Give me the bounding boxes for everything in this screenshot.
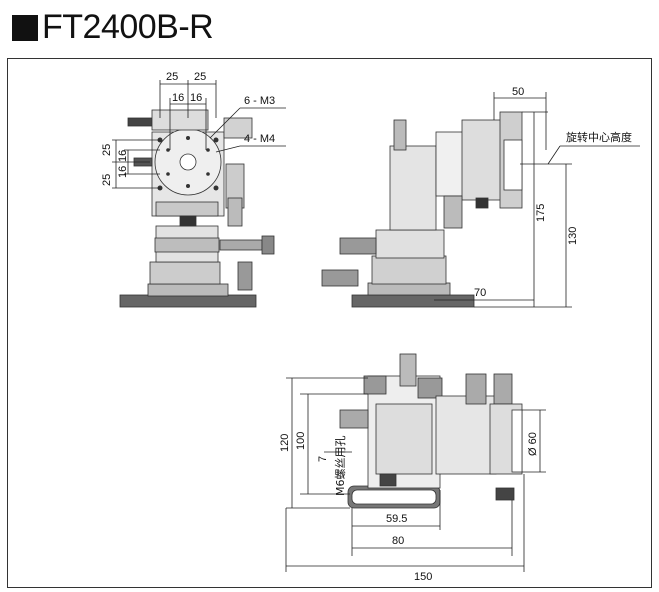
- dim-70: 70: [474, 287, 486, 299]
- dim-175: 175: [535, 204, 547, 222]
- side-view: 50 175 130 70 旋转中心高度: [321, 86, 640, 308]
- top-view: 25 25 16 16 25 25 16 16 6 - M3 4 - M4: [101, 71, 286, 308]
- drawing-frame: [7, 58, 652, 588]
- page-title: FT2400B-R: [12, 8, 214, 47]
- dim-16-v-top: 16: [117, 150, 129, 162]
- dim-25-v-top: 25: [101, 144, 113, 156]
- dim-59-5: 59.5: [386, 513, 407, 525]
- label-m4: 4 - M4: [244, 133, 275, 145]
- dim-50: 50: [512, 86, 524, 98]
- dim-diameter-60: Ø 60: [527, 432, 539, 456]
- dim-7: 7: [317, 456, 329, 462]
- dim-25-right: 25: [194, 71, 206, 83]
- rotation-center-label: 旋转中心高度: [566, 130, 632, 144]
- dim-100: 100: [295, 432, 307, 450]
- dim-16-v-bottom: 16: [117, 166, 129, 178]
- dim-80: 80: [392, 535, 404, 547]
- m6-label: M6螺丝用孔: [334, 436, 347, 497]
- dim-130: 130: [567, 227, 579, 245]
- label-m3: 6 - M3: [244, 95, 275, 107]
- dim-25-v-bottom: 25: [101, 174, 113, 186]
- bottom-view: 120 100 7 M6螺丝用孔 59.5 80 150 Ø 60: [279, 353, 546, 583]
- dim-150: 150: [414, 571, 432, 583]
- dim-25-left: 25: [166, 71, 178, 83]
- dim-16-left: 16: [172, 92, 184, 104]
- title-square-icon: [12, 14, 38, 41]
- dim-120: 120: [279, 434, 291, 452]
- dim-16-right: 16: [190, 92, 202, 104]
- title-text: FT2400B-R: [42, 8, 214, 46]
